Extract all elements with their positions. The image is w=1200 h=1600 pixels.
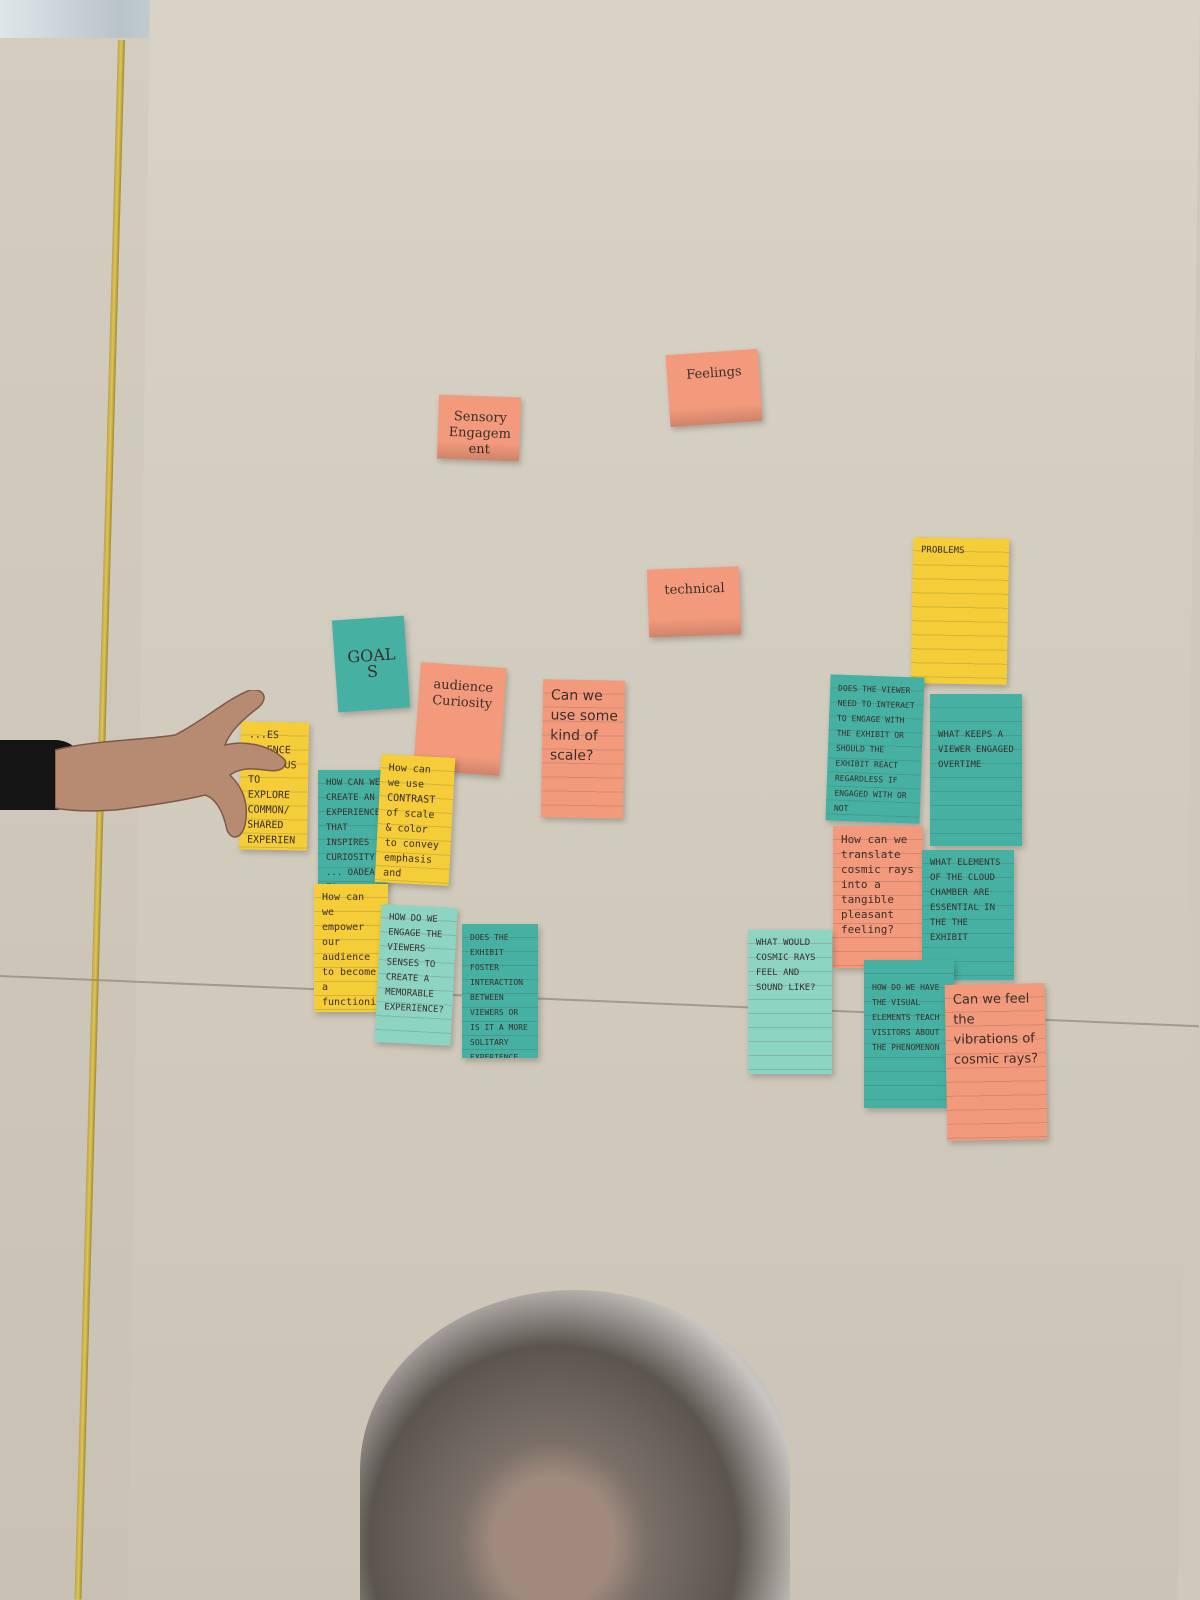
hand-icon (55, 690, 286, 838)
note-cosmic-feel: WHAT WOULD COSMIC Rays feel and sound li… (748, 930, 832, 1074)
note-goals: GOALS (331, 615, 411, 713)
note-empower: How can we empower our audience to becom… (314, 884, 388, 1012)
note-feelings: Feelings (665, 348, 763, 428)
note-contrast: How can we use CONTRAST of scale & color… (374, 754, 456, 886)
note-teach: HOW DO WE HAVE THE VISUAL ELEMENTS TEACH… (864, 960, 954, 1108)
person-head (360, 1290, 790, 1600)
note-interact: DOES THE VIEWER NEED TO INTERACT TO ENGA… (825, 674, 925, 824)
note-vibrations: Can we feel the vibrations of cosmic ray… (944, 983, 1048, 1141)
note-problems: PROBLEMS (910, 537, 1010, 685)
note-keeps: WHAT KEEPS A VIEWER ENGAGED OVERTIME (930, 694, 1022, 846)
note-scale: Can we use some kind of scale? (540, 679, 626, 819)
note-foster: DOES THE EXHIBIT FOSTER INTERACTION BETW… (462, 924, 538, 1058)
note-sensory-engagement: Sensory Engagement (436, 394, 522, 462)
note-technical: technical (646, 566, 742, 638)
note-create-experience: HOW CAN WE CREATE AN EXPERIENCE THAT INS… (318, 770, 388, 888)
note-translate: How can we translate cosmic rays into a … (833, 826, 923, 968)
note-elements: WHAT ELEMENTS OF THE CLOUD CHAMBER ARE E… (922, 850, 1014, 980)
note-engage-senses: HOW DO WE ENGAGE THE VIEWERS SENSES TO C… (374, 904, 458, 1046)
